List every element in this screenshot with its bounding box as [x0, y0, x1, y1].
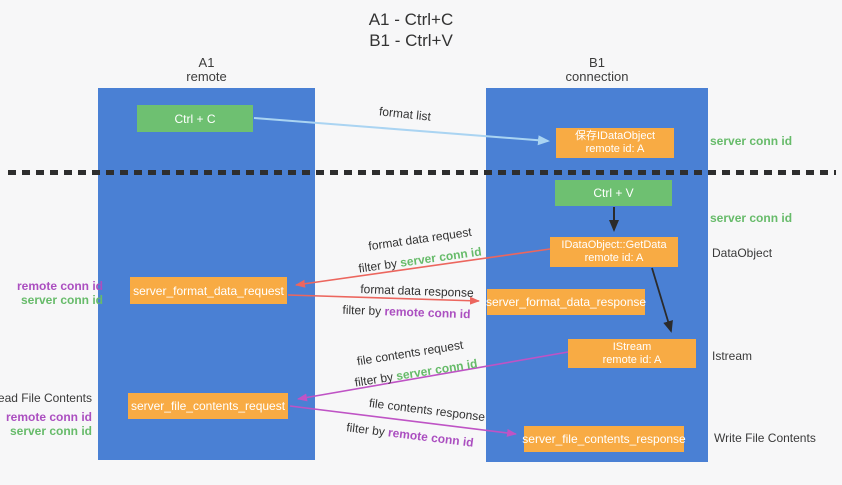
dashed-divider — [8, 170, 836, 175]
istream-line2: remote id: A — [602, 354, 662, 366]
format-conn-id-annotations: remote conn id server conn id — [17, 279, 103, 307]
server-file-contents-response-label: server_file_contents_response — [522, 432, 686, 446]
filter-by-text: filter by — [345, 420, 390, 440]
diagram-title: A1 - Ctrl+C B1 - Ctrl+V — [0, 9, 822, 51]
server-conn-id-annotation: server conn id — [20, 293, 103, 307]
lifeline-b1-role: connection — [565, 69, 629, 84]
ctrl-c-box: Ctrl + C — [137, 105, 253, 132]
format-list-label: format list — [378, 104, 432, 124]
title-line-paste: B1 - Ctrl+V — [369, 31, 453, 50]
read-file-contents-annotation: Read File Contents — [0, 391, 92, 405]
getdata-line1: IDataObject::GetData — [561, 239, 667, 251]
server-conn-id-annotation: server conn id — [9, 424, 92, 438]
file-contents-response-label: file contents response — [368, 395, 486, 425]
ctrl-v-label: Ctrl + V — [593, 186, 634, 200]
ctrl-v-box: Ctrl + V — [555, 180, 672, 206]
server-conn-id-annotation-mid: server conn id — [710, 211, 793, 225]
remote-conn-id-key: remote conn id — [387, 425, 475, 450]
server-conn-id-annotation-top: server conn id — [710, 134, 793, 148]
lifeline-a1-role: remote — [186, 69, 227, 84]
server-format-data-response-label: server_format_data_response — [485, 295, 647, 309]
server-file-contents-request-box: server_file_contents_request — [128, 393, 288, 419]
remote-conn-id-key: remote conn id — [384, 304, 471, 322]
save-idataobject-line1: 保存IDataObject — [574, 130, 656, 142]
lifeline-b1-name: B1 — [589, 55, 605, 70]
getdata-line2: remote id: A — [584, 252, 644, 264]
format-data-response-label: format data response — [360, 282, 474, 300]
lifeline-a1-name: A1 — [198, 55, 215, 70]
ctrl-c-label: Ctrl + C — [174, 111, 216, 126]
title-line-copy: A1 - Ctrl+C — [368, 10, 454, 29]
save-idataobject-box: 保存IDataObject remote id: A — [556, 128, 674, 158]
server-file-contents-request-label: server_file_contents_request — [130, 399, 286, 413]
idataobject-getdata-box: IDataObject::GetData remote id: A — [550, 237, 678, 267]
write-file-contents-annotation: Write File Contents — [714, 431, 816, 445]
lifeline-header-a1: A1 remote — [98, 56, 315, 84]
lifeline-header-b1: B1 connection — [486, 56, 708, 84]
filter-by-remote-conn-id-label-1: filter by remote conn id — [334, 302, 479, 321]
save-idataobject-line2: remote id: A — [585, 143, 645, 155]
istream-line1: IStream — [612, 341, 652, 353]
server-format-data-response-box: server_format_data_response — [485, 289, 647, 315]
remote-conn-id-annotation: remote conn id — [16, 279, 103, 293]
istream-box: IStream remote id: A — [568, 339, 696, 368]
server-format-data-request-box: server_format_data_request — [130, 277, 287, 304]
istream-annotation: Istream — [712, 349, 753, 363]
filter-by-remote-conn-id-label-2: filter by remote conn id — [334, 419, 487, 451]
remote-conn-id-annotation: remote conn id — [5, 410, 92, 424]
dataobject-annotation: DataObject — [712, 246, 773, 260]
server-conn-id-key: server conn id — [399, 244, 483, 270]
server-format-data-request-label: server_format_data_request — [133, 283, 284, 298]
file-conn-id-annotations: remote conn id server conn id — [6, 410, 92, 438]
server-file-contents-response-box: server_file_contents_response — [522, 426, 686, 452]
filter-by-text: filter by — [357, 255, 402, 276]
filter-by-text: filter by — [342, 302, 385, 319]
filter-by-text: filter by — [353, 369, 398, 390]
